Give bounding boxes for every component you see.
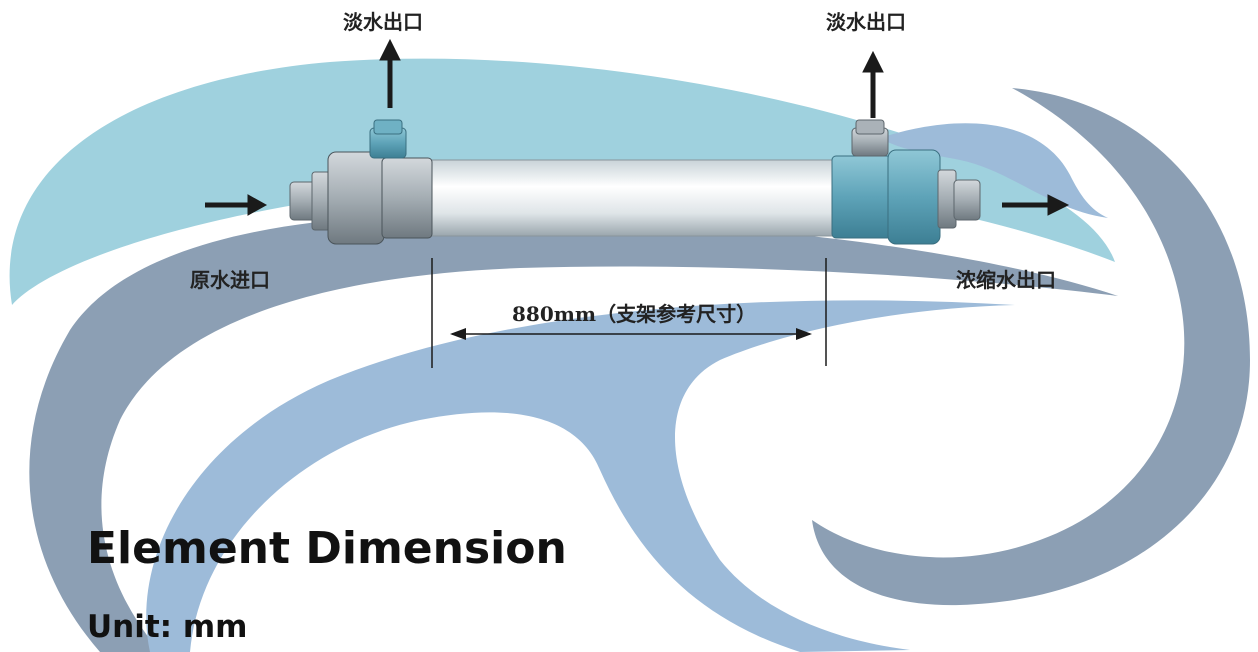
permeate-arrowhead-left bbox=[379, 38, 401, 61]
arrows bbox=[205, 38, 1070, 216]
right-collar bbox=[831, 155, 893, 239]
right-permeate-nut bbox=[855, 119, 885, 135]
dimension-arrowhead-left bbox=[450, 328, 466, 340]
blue-swoosh-small bbox=[880, 123, 1108, 218]
slate-curl bbox=[812, 88, 1250, 606]
dimension-arrowhead-right bbox=[796, 328, 812, 340]
membrane-tube bbox=[409, 159, 841, 237]
left-permeate-nut bbox=[373, 119, 403, 135]
permeate-outlet-label-left: 淡水出口 bbox=[343, 10, 423, 34]
permeate-arrowhead-right bbox=[862, 50, 884, 73]
dimension-lines bbox=[431, 258, 827, 368]
page-title: Element Dimension bbox=[87, 523, 567, 574]
blue-swoosh bbox=[146, 300, 1015, 652]
bracket-dimension-label: 880mm（支架参考尺寸） bbox=[512, 302, 757, 326]
right-end-cap bbox=[887, 149, 941, 245]
inlet-arrowhead bbox=[247, 194, 268, 216]
permeate-outlet-label-right: 淡水出口 bbox=[826, 10, 906, 34]
left-collar bbox=[381, 157, 433, 239]
concentrate-outlet-label: 浓缩水出口 bbox=[956, 268, 1056, 292]
left-inlet-nut bbox=[311, 171, 331, 231]
unit-label: Unit: mm bbox=[87, 609, 248, 645]
teal-swoosh bbox=[9, 58, 1115, 306]
right-outlet-nut bbox=[937, 169, 957, 229]
raw-water-inlet-label: 原水进口 bbox=[190, 268, 270, 292]
concentrate-arrowhead bbox=[1047, 194, 1070, 216]
right-outlet-fitting bbox=[953, 179, 981, 221]
left-end-cap bbox=[327, 151, 385, 245]
